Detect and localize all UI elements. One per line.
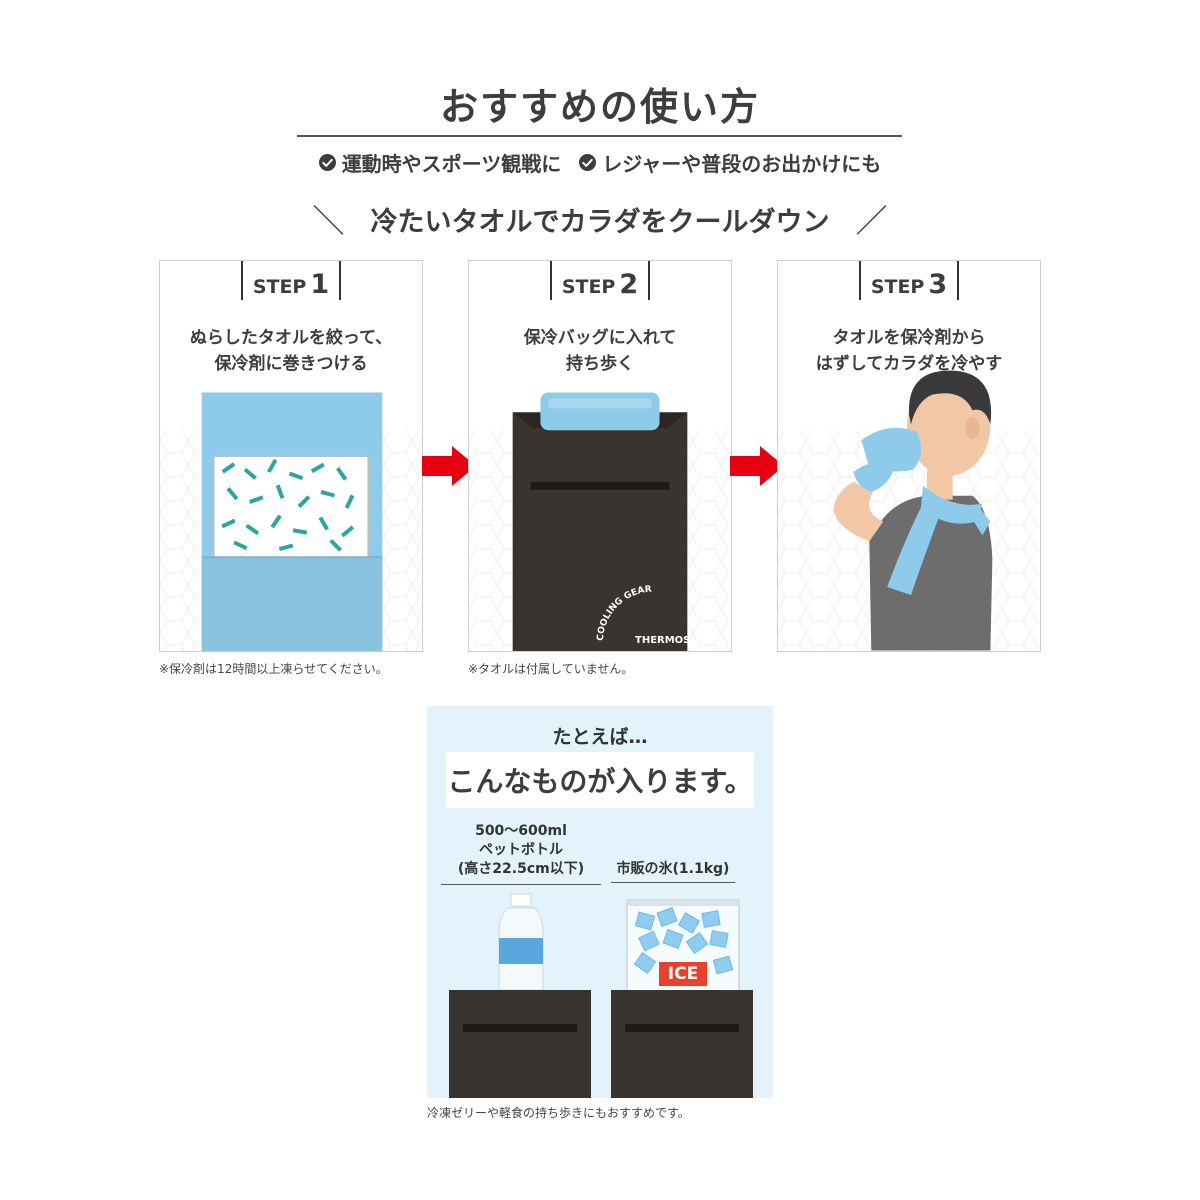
example-heading: こんなものが入ります。 — [446, 752, 754, 808]
bottle-label-line: (高さ22.5cm以下) — [457, 861, 585, 877]
ice-badge: ICE — [659, 962, 707, 986]
step-description-line: 保冷剤に巻きつける — [214, 354, 368, 374]
title-divider — [297, 135, 902, 137]
step-word: STEP — [252, 276, 307, 298]
usage-label: レジャーや普段のお出かけにも — [602, 152, 882, 176]
check-circle-icon — [318, 154, 336, 171]
step-card-1: STEP 1 ぬらしたタオルを絞って、 保冷剤に巻きつける — [159, 260, 423, 652]
check-circle-icon — [579, 154, 597, 171]
step-word: STEP — [870, 276, 925, 298]
step-note: ※保冷剤は12時間以上凍らせてください。 — [159, 662, 388, 676]
example-intro: たとえば… — [552, 726, 648, 748]
left-slash-mark: ＼ — [312, 202, 345, 240]
bag-logo-line2: THERMOS — [635, 635, 690, 646]
bottle-label-line: ペットボトル — [479, 842, 563, 858]
step-description-line: ぬらしたタオルを絞って、 — [189, 328, 393, 348]
usage-label: 運動時やスポーツ観戦に — [341, 152, 562, 176]
ice-label-underline — [611, 882, 735, 883]
bottle-label-line: 500〜600ml — [475, 823, 567, 839]
step-description: ぬらしたタオルを絞って、 保冷剤に巻きつける — [160, 325, 422, 377]
step-number: 3 — [928, 269, 948, 300]
step-number: 1 — [310, 269, 330, 300]
page-title: おすすめの使い方 — [439, 85, 760, 129]
usage-item-leisure: レジャーや普段のお出かけにも — [579, 148, 881, 177]
bottle-label: 500〜600ml ペットボトル (高さ22.5cm以下) — [441, 822, 601, 879]
step-label: STEP 2 — [550, 261, 650, 300]
cooldown-heading: ＼ 冷たいタオルでカラダをクールダウン ／ — [0, 196, 1200, 242]
usage-list: 運動時やスポーツ観戦に レジャーや普段のお出かけにも — [0, 148, 1200, 177]
bag-logo: COOLING GEAR THERMOS — [596, 585, 690, 646]
step-word: STEP — [561, 276, 616, 298]
step-description-line: はずしてカラダを冷やす — [815, 354, 1003, 374]
ice-label: 市販の氷(1.1kg) — [616, 861, 730, 877]
usage-item-sports: 運動時やスポーツ観戦に — [318, 148, 562, 177]
step-note: ※タオルは付属していません。 — [468, 662, 634, 676]
step-description-line: 持ち歩く — [566, 354, 634, 374]
person-cooling-illustration — [833, 370, 993, 651]
towel-ice-pack-illustration — [201, 392, 383, 651]
step-description: タオルを保冷剤から はずしてカラダを冷やす — [778, 325, 1040, 377]
right-slash-mark: ／ — [855, 202, 888, 240]
step-description: 保冷バッグに入れて 持ち歩く — [469, 325, 731, 377]
example-illustration — [449, 893, 753, 1098]
bag-logo-line1: COOLING GEAR — [596, 585, 652, 642]
step-card-3: STEP 3 タオルを保冷剤から はずしてカラダを冷やす — [777, 260, 1041, 652]
step-number: 2 — [619, 269, 639, 300]
arrow-right-icon — [730, 446, 784, 486]
cooling-bag-illustration — [512, 392, 688, 651]
example-panel: たとえば… こんなものが入ります。 500〜600ml ペットボトル (高さ22… — [427, 706, 773, 1098]
bottle-label-underline — [441, 884, 601, 885]
arrow-right-icon — [422, 446, 476, 486]
step-description-line: タオルを保冷剤から — [832, 328, 986, 348]
example-note: 冷凍ゼリーや軽食の持ち歩きにもおすすめです。 — [427, 1106, 690, 1120]
step-label: STEP 3 — [859, 261, 959, 300]
cooldown-heading-text: 冷たいタオルでカラダをクールダウン — [370, 206, 830, 238]
step-description-line: 保冷バッグに入れて — [523, 328, 677, 348]
svg-text:COOLING GEAR: COOLING GEAR — [596, 585, 652, 642]
step-card-2: STEP 2 保冷バッグに入れて 持ち歩く COOLING GEAR THERM… — [468, 260, 732, 652]
step-label: STEP 1 — [241, 261, 341, 300]
